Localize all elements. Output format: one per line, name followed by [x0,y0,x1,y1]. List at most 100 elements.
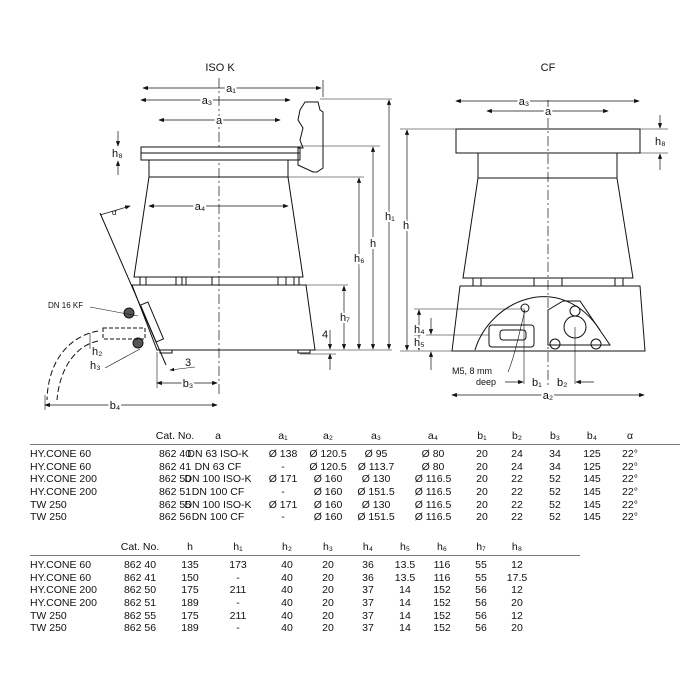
model-name-cell: HY.CONE 200 [30,584,97,597]
cf-labels: CF a₃ a h₈ h h₄ h₅ M5, 8 mm deep b₁ b₂ a… [401,62,666,404]
table-cell: - [236,597,240,610]
table-cell: Ø 130 [361,473,391,486]
table-cell: b₄ [586,430,598,442]
table-cell: 22° [622,473,638,486]
table-cell: 17.5 [506,571,528,584]
table-cell: 56 [475,622,487,635]
table-cell: a₁ [278,430,288,442]
table-cell: 52 [549,473,561,486]
table-cell: 56 [475,597,487,610]
table-cell: Ø 160 [313,498,343,511]
dim-3-label: 3 [185,357,191,369]
table-cell: 173 [229,559,247,571]
table-cell: 22 [511,473,523,486]
table-cell: 862 56 [123,622,157,635]
table-cell: 14 [399,597,411,610]
dim-h7-label: h₇ [340,312,350,324]
table-cell: 862 51 [158,486,192,499]
dim-a3-label: a₃ [202,95,213,107]
table-cell: 12 [511,559,523,571]
dim-a-label: a [216,115,223,127]
table-cell: Ø 80 [421,448,445,460]
dim-h8-label: h₈ [655,136,666,148]
table-cell: 40 [281,584,293,597]
iso-k-labels: ISO K a₁ a₃ a a₄ h₈ h₁ h h₆ h₇ 4 α DN 16… [48,62,397,414]
table-cell: a₄ [427,430,439,442]
table-cell: 20 [322,559,334,571]
table-cell: 116 [433,571,451,584]
dim-alpha-label: α [112,208,117,217]
dim-b1-label: b₁ [532,377,542,389]
model-name-cell: TW 250 [30,609,67,622]
table-cell: 145 [583,511,601,524]
table-cell: 55 [475,559,487,571]
table-cell: 56 [475,609,487,622]
table-cell: 12 [511,584,523,597]
model-name-cell: TW 250 [30,511,67,524]
model-name-cell: HY.CONE 200 [30,473,97,486]
dim-a1-label: a₁ [226,83,236,95]
table-cell: Ø 171 [268,498,298,511]
table-cell: 22° [622,511,638,524]
table-cell: DN 100 CF [191,511,245,524]
table-cell: b₂ [512,430,522,442]
table-cell: 40 [281,571,293,584]
table-cell: 862 55 [158,498,192,511]
dim-a2-label: a₂ [543,390,553,402]
table-cell: DN 100 ISO-K [184,498,252,511]
table-cell: - [281,460,285,473]
table-cell: 24 [511,460,523,473]
table-cell: Ø 116.5 [414,511,452,524]
table-cell: h [187,541,193,553]
table-cell: 145 [583,486,601,499]
table-cell: 24 [511,448,523,460]
table-cell: 13.5 [394,559,416,571]
table-cell: 20 [322,622,334,635]
table-cell: Ø 160 [313,511,343,524]
table-cell: 862 40 [123,559,157,571]
table-cell: 20 [476,473,488,486]
table-cell: 20 [476,460,488,473]
table-cell: 175 [181,584,199,597]
table-cell: b₃ [549,430,561,442]
table-cell: 55 [475,571,487,584]
table-cell: 14 [399,609,411,622]
table-cell: 862 40 [158,448,192,460]
table-cell: h₆ [436,541,448,553]
table-cell: 862 50 [123,584,157,597]
table-cell: Ø 120.5 [309,448,347,460]
table-cell: 37 [362,584,374,597]
table-cell: 34 [549,460,561,473]
model-name-cell: HY.CONE 60 [30,559,92,571]
table-cell: 125 [583,448,601,460]
dim-b3-label: b₃ [183,378,194,390]
model-name-cell: HY.CONE 200 [30,597,97,610]
table-cell: 20 [511,622,523,635]
technical-drawing: ISO K a₁ a₃ a a₄ h₈ h₁ h h₆ h₇ 4 α DN 16… [44,62,668,414]
table-cell: Ø 160 [313,486,343,499]
table-cell: DN 63 ISO-K [187,448,249,460]
table-cell: 20 [476,486,488,499]
table-cell: 40 [281,597,293,610]
table-cell: h₁ [233,541,243,553]
table-cell: 152 [433,597,451,610]
dim-4-label: 4 [322,329,328,341]
table-cell: 12 [511,609,523,622]
table-cell: Ø 113.7 [357,460,395,473]
dim-b2-label: b₂ [557,377,567,389]
table-cell: 22 [511,486,523,499]
dim-h-label: h [403,220,409,232]
table-cell: Ø 130 [361,498,391,511]
table-cell: Ø 116.5 [414,486,452,499]
